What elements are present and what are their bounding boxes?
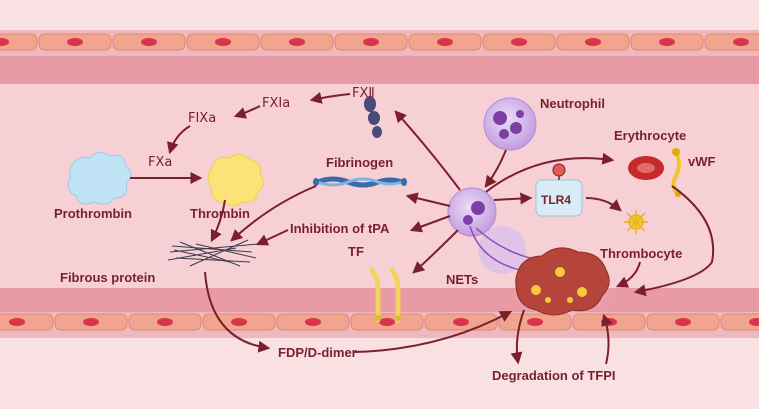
arrow-neutrophil-to-fxii (394, 110, 461, 191)
thrombocyte-label: Thrombocyte (600, 246, 682, 261)
arrow-tpa-to-fibrous-protein (255, 229, 289, 246)
arrow-fxii-to-fxia (309, 92, 351, 104)
inhibition-tpa-label: Inhibition of tPA (290, 221, 390, 236)
cell-nucleus (157, 318, 173, 326)
cell-nucleus (749, 318, 759, 326)
vwf-label: vWF (688, 154, 716, 169)
arrow-thrombin-to-fibrous-protein (210, 199, 226, 243)
erythrocyte-label: Erythrocyte (614, 128, 686, 143)
endothelial-cell (704, 33, 759, 51)
cell-nucleus (141, 38, 157, 46)
arrow-neutrophil-to-activated (484, 149, 507, 188)
erythrocyte-icon (628, 156, 664, 180)
cell-nucleus (511, 38, 527, 46)
fdp-label: FDP/D-dimer (278, 345, 357, 360)
arrow-neutrophil-to-tlr4 (493, 192, 533, 205)
cell-nucleus (733, 38, 749, 46)
cell-nucleus (289, 38, 305, 46)
cell-nucleus (453, 318, 469, 326)
arrow-neutrophil-to-erythrocyte (485, 152, 615, 193)
fxa-label: FXa (148, 155, 172, 170)
neutrophil-label: Neutrophil (540, 96, 605, 111)
arrow-fixa-to-fxa (166, 125, 191, 155)
cell-nucleus (379, 318, 395, 326)
tlr4-receptor-icon (535, 163, 583, 217)
thrombus-icon (506, 240, 622, 320)
fixa-label: FⅠXa (188, 111, 216, 126)
arrow-neutrophil-to-fibrinogen (405, 192, 451, 207)
vessel-wall-top (0, 0, 759, 84)
arrow-erythrocyte-to-thrombus (633, 185, 715, 297)
fxii-beads-icon (364, 96, 382, 138)
cell-nucleus (659, 38, 675, 46)
fibrin-mesh-icon (167, 239, 259, 267)
cell-nucleus (83, 318, 99, 326)
fibrinogen-label: Fibrinogen (326, 155, 393, 170)
cell-nucleus (437, 38, 453, 46)
arrow-fibrous-protein-to-fdp (204, 271, 271, 353)
fibrous-protein-label: Fibrous protein (60, 270, 155, 285)
tf-label: TF (348, 244, 364, 259)
cell-nucleus (675, 318, 691, 326)
prothrombin-blob-icon (67, 152, 132, 205)
fxii-label: FXⅡ (352, 86, 375, 101)
endothelial-cell (0, 313, 54, 331)
arrow-neutrophil-to-tf (412, 229, 459, 274)
cell-nucleus (231, 318, 247, 326)
neutrophil-cell-icon (483, 97, 537, 151)
fxia-label: FXⅠa (262, 96, 290, 111)
endothelial-cell (720, 313, 759, 331)
tlr4-label: TLR4 (541, 193, 571, 207)
cell-nucleus (0, 38, 9, 46)
arrow-fibrinogen-to-fibrous-protein (230, 185, 317, 242)
cell-nucleus (67, 38, 83, 46)
cell-nucleus (601, 318, 617, 326)
cell-nucleus (527, 318, 543, 326)
fibrinogen-strand-icon (313, 176, 407, 188)
arrow-fxia-to-fixa (233, 105, 261, 119)
thrombin-label: Thrombin (190, 206, 250, 221)
cell-nucleus (9, 318, 25, 326)
cell-nucleus (363, 38, 379, 46)
cell-nucleus (305, 318, 321, 326)
arrow-fdp-to-thrombus (353, 310, 513, 353)
arrow-tlr4-to-thrombocyte (585, 197, 622, 212)
thrombocyte-icon (624, 210, 648, 234)
cell-nucleus (585, 38, 601, 46)
arrow-thrombus-to-degradation (510, 309, 525, 365)
degradation-tfpi-label: Degradation of TFPI (492, 368, 616, 383)
thrombin-blob-icon (207, 154, 264, 207)
arrow-degradation-to-thrombus (601, 313, 613, 365)
prothrombin-label: Prothrombin (54, 206, 132, 221)
arrow-neutrophil-to-tpa (409, 215, 451, 233)
cell-nucleus (215, 38, 231, 46)
tf-receptor-icon (369, 267, 401, 323)
nets-label: NETs (446, 272, 478, 287)
endothelial-cell (0, 33, 38, 51)
